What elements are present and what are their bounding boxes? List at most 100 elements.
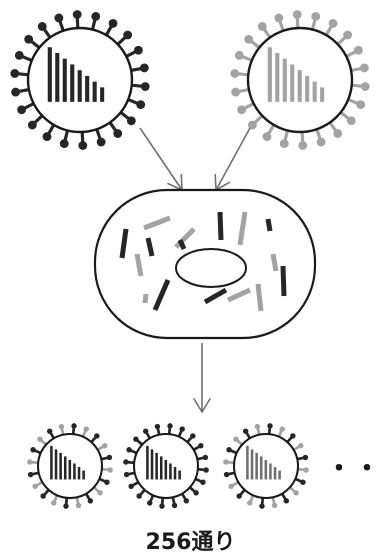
virus-spike-knob bbox=[84, 426, 89, 431]
virus-spike-knob bbox=[73, 10, 82, 19]
virus-spike-knob bbox=[28, 472, 33, 477]
genome-segment bbox=[278, 471, 281, 480]
virus-spike-knob bbox=[230, 69, 239, 78]
virus-spike-knob bbox=[124, 472, 129, 477]
virus-spike-knob bbox=[247, 500, 252, 505]
progeny-virus-1 bbox=[27, 423, 113, 509]
virus-spike-knob bbox=[343, 31, 352, 40]
virus-spike-knob bbox=[32, 484, 37, 489]
virus-spike-knob bbox=[198, 443, 203, 448]
genome-segment bbox=[100, 87, 104, 101]
virus-spike-knob bbox=[272, 503, 277, 508]
virus-spike-knob bbox=[361, 82, 370, 91]
virus-spike-knob bbox=[231, 88, 240, 97]
virus-spike-knob bbox=[123, 31, 132, 40]
virus-spike-knob bbox=[228, 484, 233, 489]
virus-spike-knob bbox=[190, 433, 195, 438]
cell-genome-segment bbox=[268, 219, 270, 231]
virus-spike-knob bbox=[233, 436, 238, 441]
virus-spike-knob bbox=[203, 467, 208, 472]
virus-spike-knob bbox=[329, 19, 338, 28]
progeny-virus-2 bbox=[123, 423, 209, 509]
virus-spike-knob bbox=[27, 459, 32, 464]
virus-spike-knob bbox=[236, 493, 241, 498]
genome-segment bbox=[275, 53, 279, 102]
virus-spike-knob bbox=[360, 63, 369, 72]
virus-spike-knob bbox=[128, 484, 133, 489]
genome-segment bbox=[160, 456, 163, 479]
virus-spike-knob bbox=[280, 139, 289, 148]
genome-segment bbox=[174, 467, 177, 479]
virus-spike-knob bbox=[159, 503, 164, 508]
virus-spike-knob bbox=[354, 46, 363, 55]
genome-segment bbox=[320, 87, 324, 101]
virus-spike-knob bbox=[267, 423, 272, 428]
genome-segment bbox=[69, 460, 72, 479]
genome-segment bbox=[178, 471, 181, 480]
genome-segment bbox=[269, 463, 272, 479]
virus-spike-knob bbox=[258, 22, 267, 31]
genome-segment bbox=[305, 76, 309, 102]
parent-virus-right bbox=[230, 10, 369, 150]
cell-nucleus bbox=[176, 249, 246, 287]
virus-spike-knob bbox=[107, 455, 112, 460]
virus-spike-knob bbox=[347, 116, 356, 125]
genome-segment bbox=[155, 453, 158, 480]
virus-spike-knob bbox=[244, 35, 253, 44]
cell-genome-segment bbox=[258, 284, 261, 311]
virus-spike-knob bbox=[10, 69, 19, 78]
virus-spike-knob bbox=[97, 138, 106, 147]
virus-spike-knob bbox=[356, 100, 365, 109]
virus-spike-knob bbox=[28, 121, 37, 130]
genome-segment bbox=[50, 446, 53, 480]
virus-spike-knob bbox=[311, 12, 320, 21]
virus-spike-knob bbox=[97, 490, 102, 495]
virus-spike-knob bbox=[167, 423, 172, 428]
virus-spike-knob bbox=[59, 424, 64, 429]
virus-spike-knob bbox=[38, 22, 47, 31]
genome-segment bbox=[298, 70, 302, 102]
genome-segment bbox=[55, 449, 58, 479]
genome-segment bbox=[255, 453, 258, 480]
virus-spike-knob bbox=[172, 503, 177, 508]
virus-spike-knob bbox=[104, 480, 109, 485]
virus-spike-knob bbox=[235, 51, 244, 60]
virus-spike-knob bbox=[76, 503, 81, 508]
virus-spike-knob bbox=[51, 500, 56, 505]
virus-spike-knob bbox=[303, 467, 308, 472]
genome-segment bbox=[290, 64, 294, 101]
virus-spike-knob bbox=[40, 493, 45, 498]
virus-spike-knob bbox=[15, 51, 24, 60]
genome-segment bbox=[70, 64, 74, 101]
virus-spike-knob bbox=[133, 436, 138, 441]
genome-segment bbox=[246, 446, 249, 480]
virus-spike-knob bbox=[37, 436, 42, 441]
genome-segment bbox=[85, 76, 89, 102]
continuation-dots: ・・・ bbox=[326, 448, 381, 485]
genome-segment bbox=[63, 59, 67, 102]
virus-spike-knob bbox=[43, 132, 52, 141]
virus-spike-knob bbox=[259, 503, 264, 508]
virus-spike-knob bbox=[274, 14, 283, 23]
virus-spike-knob bbox=[143, 428, 148, 433]
virus-spike-knob bbox=[71, 423, 76, 428]
genome-segment bbox=[313, 82, 317, 102]
genome-segment bbox=[59, 453, 62, 480]
virus-spike-knob bbox=[30, 447, 35, 452]
genome-segment bbox=[268, 47, 272, 102]
virus-spike-knob bbox=[284, 498, 289, 503]
progeny-virus-3 bbox=[223, 423, 309, 509]
genome-segment bbox=[93, 82, 97, 102]
virus-spike-knob bbox=[63, 503, 68, 508]
virus-spike-knob bbox=[136, 100, 145, 109]
virus-spike-knob bbox=[180, 426, 185, 431]
virus-spike-knob bbox=[317, 138, 326, 147]
virus-spike-knob bbox=[17, 105, 26, 114]
genome-segment bbox=[48, 47, 52, 102]
parent-virus-left bbox=[10, 10, 149, 150]
genome-segment bbox=[169, 463, 172, 479]
virus-spike-knob bbox=[193, 490, 198, 495]
genome-segment bbox=[73, 463, 76, 479]
virus-spike-knob bbox=[300, 480, 305, 485]
genome-segment bbox=[260, 456, 263, 479]
